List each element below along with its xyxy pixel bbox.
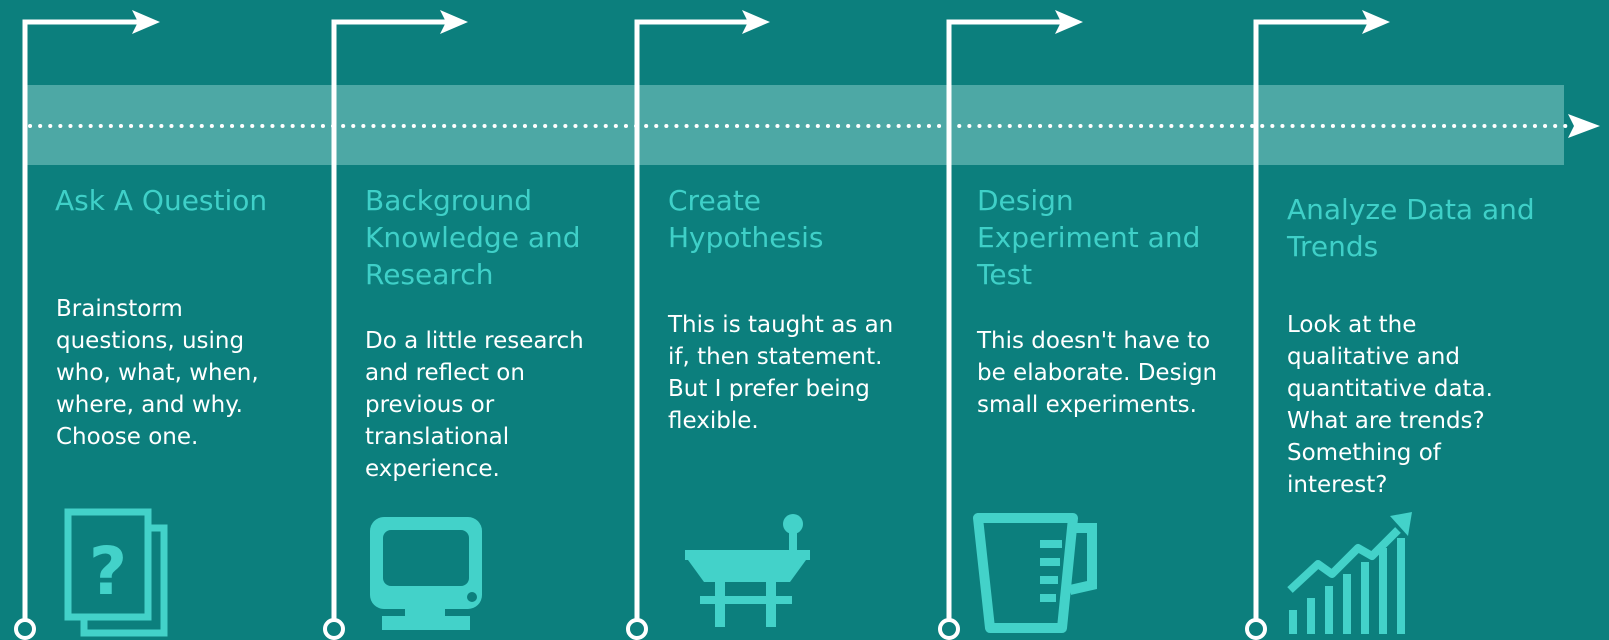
step-1-description: Brainstorm questions, using who, what, w… — [56, 296, 259, 450]
step-1-connector — [14, 10, 160, 640]
lab-desk-icon — [685, 514, 810, 627]
growth-chart-icon — [1287, 512, 1412, 634]
question-document-icon: ? — [64, 508, 168, 637]
timeline-arrowhead — [1568, 114, 1600, 138]
step-3-connector — [626, 10, 770, 640]
step-3-description: This is taught as an if, then statement.… — [668, 312, 894, 434]
step-4-title: Design Experiment and Test — [977, 184, 1201, 291]
measuring-jug-icon — [973, 513, 1097, 633]
step-5-title: Analyze Data and Trends — [1287, 193, 1535, 263]
step-2-description: Do a little research and reflect on prev… — [365, 328, 584, 482]
computer-monitor-icon — [370, 517, 482, 630]
svg-text:?: ? — [89, 533, 127, 610]
step-5-connector — [1245, 10, 1390, 640]
step-4-connector — [938, 10, 1083, 640]
step-2-connector — [323, 10, 468, 640]
step-3-title: Create Hypothesis — [668, 184, 824, 254]
step-5-description: Look at the qualitative and quantitative… — [1287, 312, 1493, 498]
step-4-description: This doesn't have to be elaborate. Desig… — [977, 328, 1218, 418]
step-1-title: Ask A Question — [55, 184, 268, 217]
step-2-title: Background Knowledge and Research — [365, 184, 581, 291]
